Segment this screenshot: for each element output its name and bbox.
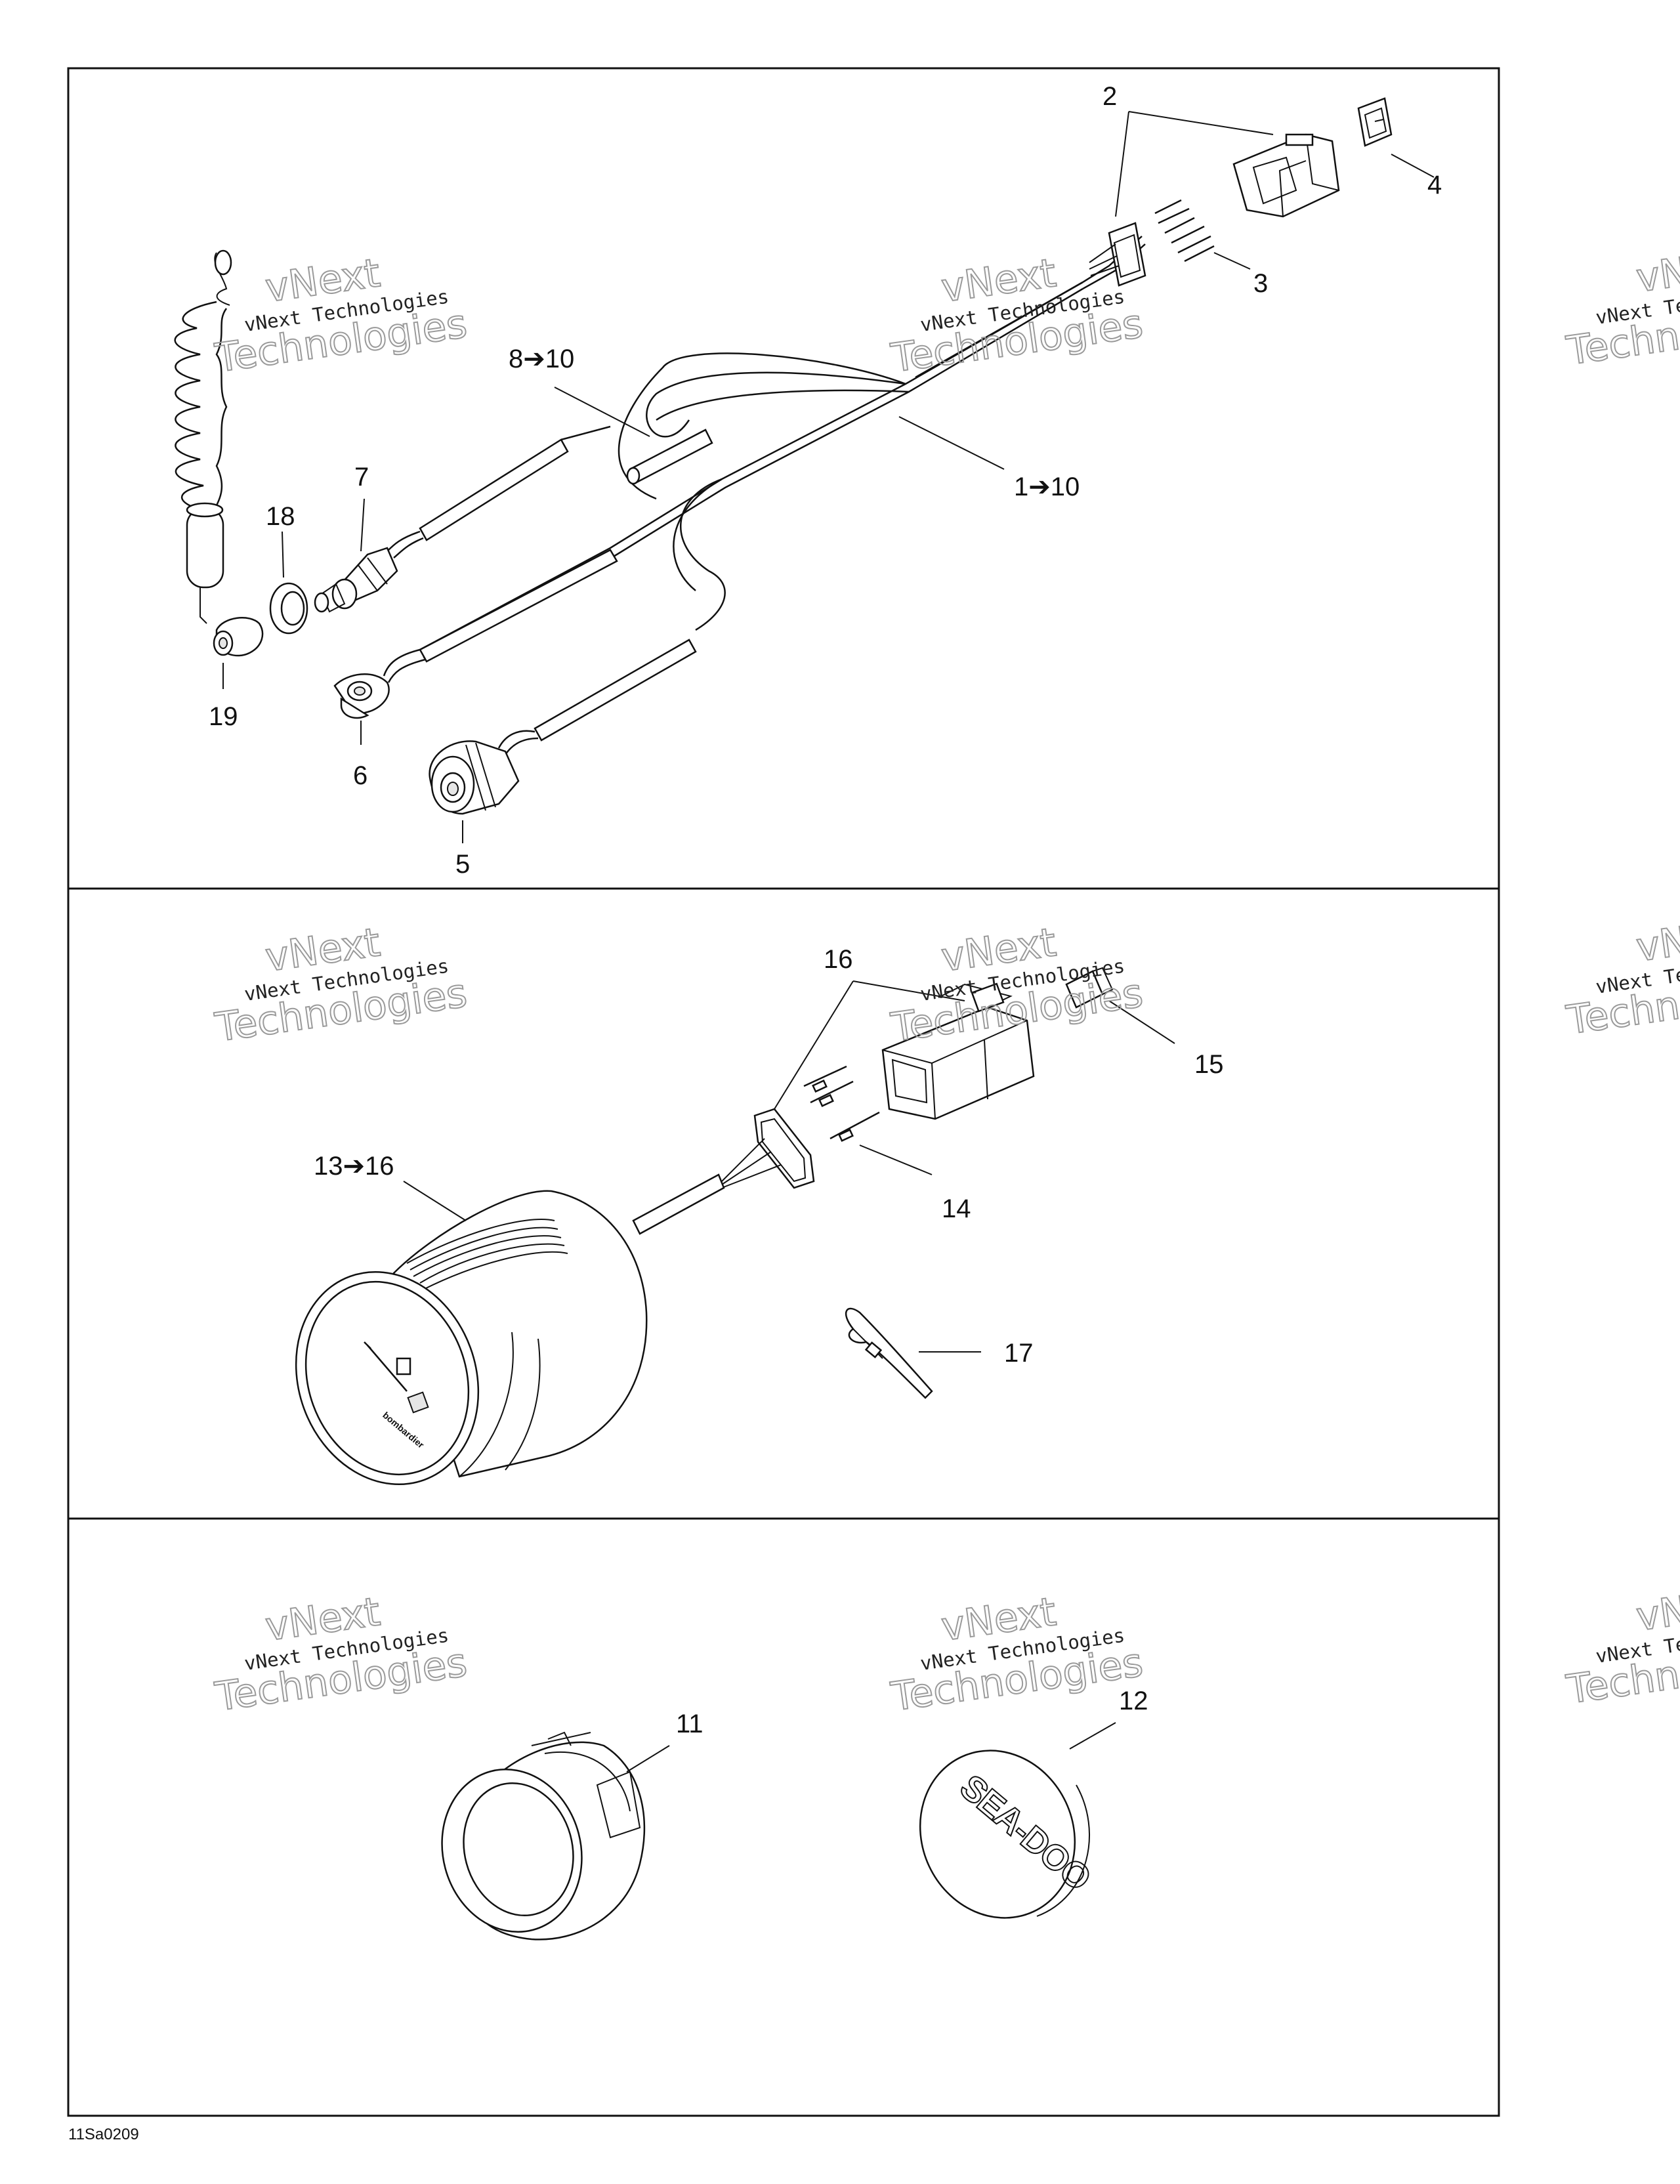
gauge-body: bombardier [295,1190,648,1486]
watermark: vNext Technologies vNext Technologies [211,919,470,1051]
gauge-panel: bombardier [295,967,1175,1486]
callout-1-10: 1➔10 [1014,472,1080,501]
figure-code: 11Sa0209 [68,2126,139,2143]
gauge-stem [632,1173,725,1235]
connector-plug-item-16 [881,982,1035,1120]
sleeve-8-10 [626,429,713,485]
watermark-word-1: vNext [1633,240,1680,302]
watermark: vNext Technologies vNext Technologies [211,249,470,382]
trim-panel: SEA-DOO [441,1722,1116,1941]
callout-4: 4 [1427,171,1442,200]
callout-17: 17 [1004,1339,1034,1368]
harness-panel [174,97,1435,843]
watermarks: vNext Technologies vNext Technologies vN… [211,240,1680,1721]
receptacle-plate [1089,222,1146,287]
switch-item-7 [314,547,398,613]
ring-terminal-item-6 [333,673,390,719]
callout-6: 6 [353,761,368,790]
watermark: vNext Technologies vNext Technologies [887,249,1146,382]
callout-19: 19 [209,702,238,731]
callout-13-16: 13➔16 [314,1152,394,1181]
leaders-panel-3 [626,1722,1116,1773]
callout-2: 2 [1102,82,1117,111]
watermark: vNext Technologies vNext Technologies [1563,1578,1680,1714]
wedge-item-15 [1065,967,1114,1009]
cable-to-5 [497,639,697,755]
watermark: vNext Technologies vNext Technologies [211,1588,470,1721]
nut-item-18 [269,582,308,635]
callout-15: 15 [1194,1050,1224,1079]
terminals-item-3 [1154,199,1215,262]
watermark-word-1: vNext [1633,1579,1680,1641]
callout-18: 18 [266,502,295,531]
cable-to-6 [383,549,618,683]
callouts: 2 4 3 8➔10 1➔10 7 18 19 6 5 16 15 13➔16 … [209,82,1442,1738]
panel-frames [67,67,1500,2117]
watermark-word-1: vNext [1633,910,1680,971]
watermark: vNext Technologies vNext Technologies [1563,909,1680,1045]
callout-12: 12 [1119,1687,1148,1715]
leaders-panel-1 [222,111,1435,843]
bezel-ring-item-11 [441,1731,646,1941]
callout-16: 16 [824,945,853,974]
lanyard-item-19 [174,249,264,657]
cap-item-12: SEA-DOO [919,1750,1098,1919]
cable-tie-item-17 [845,1307,933,1399]
wedge-lock-item-4 [1357,97,1393,147]
cable-to-7 [387,425,611,558]
callout-14: 14 [942,1194,971,1223]
watermark: vNext Technologies vNext Technologies [887,1588,1146,1721]
callout-7: 7 [354,463,369,492]
sender-item-5 [429,740,520,815]
callout-5: 5 [455,850,470,879]
watermark: vNext Technologies vNext Technologies [887,919,1146,1051]
callout-3: 3 [1253,269,1268,298]
callout-8-10: 8➔10 [509,345,574,373]
pins-item-14 [803,1065,880,1142]
connector-housing-item-2 [1232,133,1340,218]
watermark: vNext Technologies vNext Technologies [1563,240,1680,375]
callout-11: 11 [676,1710,704,1738]
gauge-receptacle [721,1108,815,1189]
leaders-panel-2 [403,980,1175,1353]
